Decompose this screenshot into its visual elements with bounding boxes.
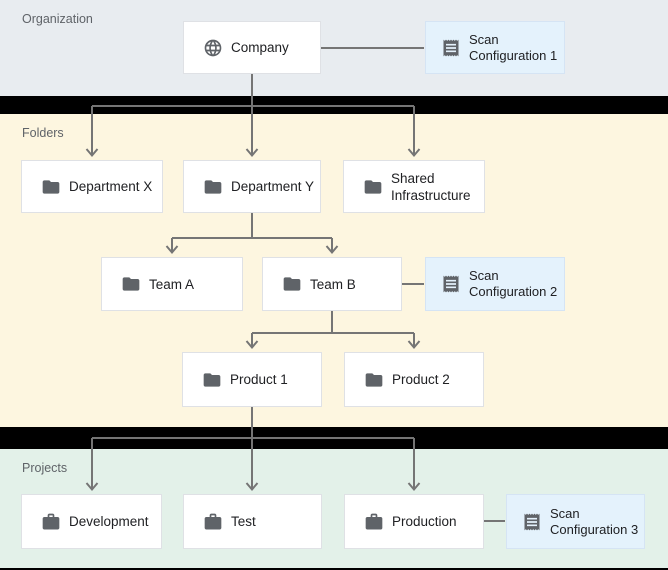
briefcase-icon xyxy=(365,513,383,529)
node-label: Department X xyxy=(69,179,153,194)
folder-icon xyxy=(364,179,382,194)
node-label: Company xyxy=(231,40,289,55)
briefcase-icon xyxy=(42,513,60,529)
node-shared-infrastructure: Shared Infrastructure xyxy=(343,160,485,213)
folder-icon xyxy=(122,277,140,291)
node-label: Scan Configuration 2 xyxy=(469,268,558,299)
node-development: Development xyxy=(21,494,162,549)
node-team-b: Team B xyxy=(262,257,402,311)
node-test: Test xyxy=(183,494,322,549)
globe-icon xyxy=(204,39,222,56)
briefcase-icon xyxy=(204,513,222,529)
folder-icon xyxy=(283,277,301,291)
node-team-a: Team A xyxy=(101,257,243,311)
node-label: Product 1 xyxy=(230,372,288,387)
node-label: Product 2 xyxy=(392,372,450,387)
node-label: Shared Infrastructure xyxy=(391,170,471,203)
node-label: Scan Configuration 3 xyxy=(550,505,639,537)
node-label: Scan Configuration 1 xyxy=(469,31,558,63)
node-product-2: Product 2 xyxy=(344,352,484,407)
folder-icon xyxy=(204,179,222,194)
node-label: Team B xyxy=(310,276,356,292)
node-label: Department Y xyxy=(231,179,315,194)
node-department-x: Department X xyxy=(21,160,163,213)
node-scan-configuration-2: Scan Configuration 2 xyxy=(425,257,565,311)
node-production: Production xyxy=(344,494,484,549)
node-department-y: Department Y xyxy=(183,160,321,213)
node-label: Test xyxy=(231,514,256,529)
node-scan-configuration-1: Scan Configuration 1 xyxy=(425,21,565,74)
folder-icon xyxy=(203,372,221,387)
projects-label: Projects xyxy=(22,461,68,475)
node-label: Development xyxy=(69,514,149,529)
organization-section: Organization xyxy=(0,0,668,96)
folder-icon xyxy=(42,179,60,194)
node-product-1: Product 1 xyxy=(182,352,322,407)
folder-icon xyxy=(365,372,383,387)
receipt-icon xyxy=(443,275,459,293)
node-scan-configuration-3: Scan Configuration 3 xyxy=(506,494,645,549)
node-company: Company xyxy=(183,21,321,74)
folders-label: Folders xyxy=(22,126,64,140)
organization-label: Organization xyxy=(22,12,93,26)
receipt-icon xyxy=(443,39,459,56)
node-label: Production xyxy=(392,514,457,529)
receipt-icon xyxy=(524,513,540,530)
node-label: Team A xyxy=(149,276,195,292)
